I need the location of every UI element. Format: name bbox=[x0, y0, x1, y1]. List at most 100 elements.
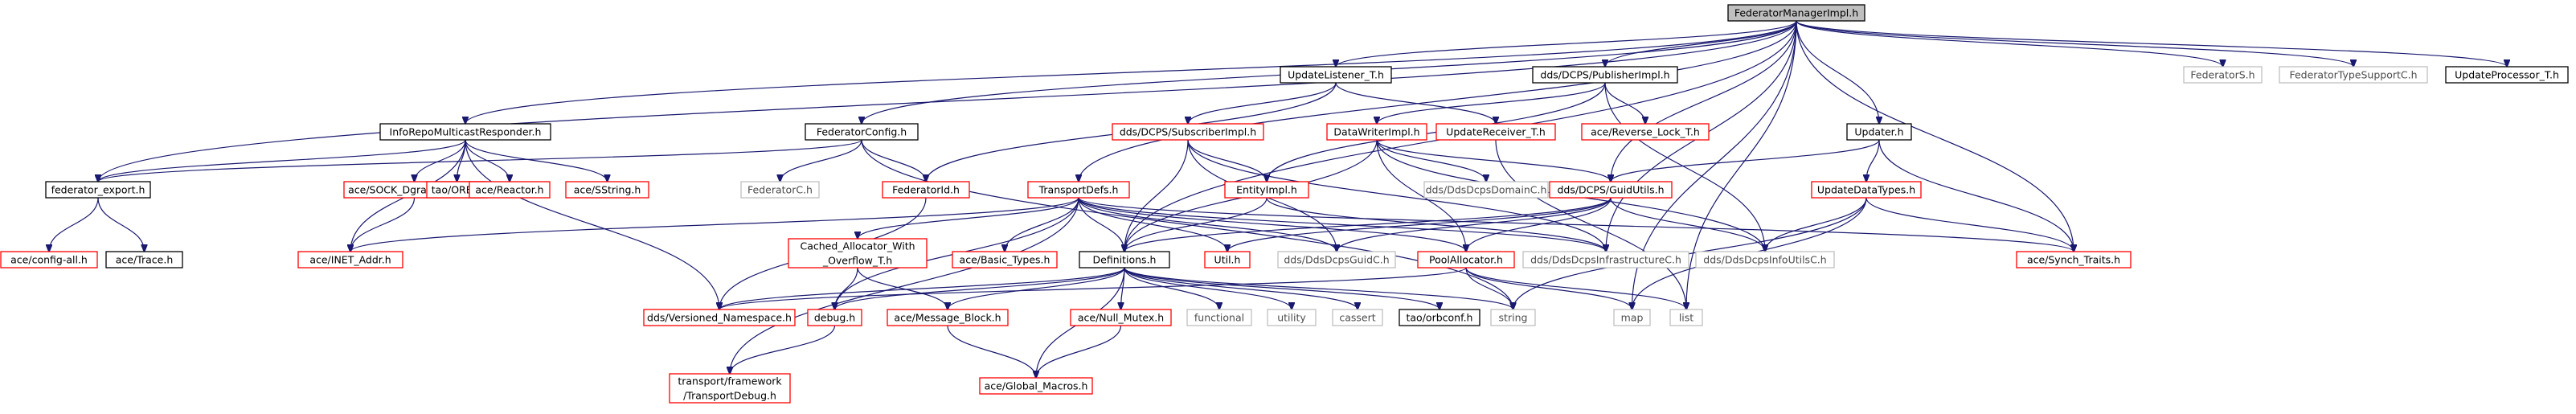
node-guidutils[interactable]: dds/DCPS/GuidUtils.h bbox=[1549, 181, 1673, 199]
node-label-guidc: dds/DdsDcpsGuidC.h bbox=[1284, 254, 1389, 266]
edge-updlistener-to-updreceiver bbox=[1335, 82, 1496, 124]
node-transportdefs[interactable]: TransportDefs.h bbox=[1027, 181, 1130, 199]
node-updater[interactable]: Updater.h bbox=[1846, 123, 1912, 141]
node-null_mutex[interactable]: ace/Null_Mutex.h bbox=[1070, 309, 1172, 326]
node-label-entityimpl: EntityImpl.h bbox=[1236, 184, 1297, 196]
edge-root-to-pubimpl bbox=[1605, 20, 1797, 67]
node-label-ddsdomainc: dds/DdsDcpsDomainC.h bbox=[1426, 184, 1547, 196]
node-box-debug bbox=[807, 309, 862, 326]
node-federatorC[interactable]: FederatorC.h bbox=[740, 181, 820, 199]
node-box-list bbox=[1669, 309, 1703, 326]
edge-subimpl-to-infrac bbox=[1187, 139, 1606, 252]
node-federatorS[interactable]: FederatorS.h bbox=[2183, 66, 2263, 84]
edge-root-to-updprocessor bbox=[1796, 20, 2507, 67]
node-fedtypesupport[interactable]: FederatorTypeSupportC.h bbox=[2279, 66, 2428, 84]
node-box-ace_trace bbox=[105, 251, 183, 268]
node-synch_traits[interactable]: ace/Synch_Traits.h bbox=[2016, 251, 2132, 268]
edge-updater-to-synch_traits bbox=[1878, 139, 2074, 252]
node-label-global_macros: ace/Global_Macros.h bbox=[985, 380, 1088, 392]
node-updatedatatypes[interactable]: UpdateDataTypes.h bbox=[1811, 181, 1922, 199]
node-msg_block[interactable]: ace/Message_Block.h bbox=[887, 309, 1009, 326]
node-util[interactable]: Util.h bbox=[1204, 251, 1251, 268]
node-ddsdomainc[interactable]: dds/DdsDcpsDomainC.h bbox=[1423, 181, 1549, 199]
node-basic_types[interactable]: ace/Basic_Types.h bbox=[952, 251, 1058, 268]
node-box-updater bbox=[1846, 123, 1912, 141]
edge-sock_dgram-to-inet_addr bbox=[350, 197, 416, 252]
edge-definitions-to-msg_block bbox=[948, 267, 1125, 309]
node-box-msg_block bbox=[887, 309, 1009, 326]
node-fed_export[interactable]: federator_export.h bbox=[45, 181, 151, 199]
node-root[interactable]: FederatorManagerImpl.h bbox=[1727, 4, 1865, 22]
edge-transportdefs-to-cached_alloc bbox=[858, 197, 1079, 239]
node-inet_addr[interactable]: ace/INET_Addr.h bbox=[297, 251, 403, 268]
node-box-updreceiver bbox=[1435, 123, 1556, 141]
node-guidc[interactable]: dds/DdsDcpsGuidC.h bbox=[1277, 251, 1396, 268]
node-box-map bbox=[1613, 309, 1651, 326]
node-functional[interactable]: functional bbox=[1186, 309, 1252, 326]
node-list[interactable]: list bbox=[1669, 309, 1703, 326]
node-infrac[interactable]: dds/DdsDcpsInfrastructureC.h bbox=[1522, 251, 1689, 268]
node-orbconf[interactable]: tao/orbconf.h bbox=[1399, 309, 1480, 326]
node-cached_alloc[interactable]: Cached_Allocator_With_Overflow_T.h bbox=[788, 238, 928, 268]
edge-definitions-to-orbconf bbox=[1124, 267, 1440, 309]
node-utility[interactable]: utility bbox=[1267, 309, 1317, 326]
node-updreceiver[interactable]: UpdateReceiver_T.h bbox=[1435, 123, 1556, 141]
node-box-reverselock bbox=[1581, 123, 1710, 141]
node-poolalloc[interactable]: PoolAllocator.h bbox=[1417, 251, 1515, 268]
node-label-transportdefs: TransportDefs.h bbox=[1038, 184, 1119, 196]
node-box-infrac bbox=[1522, 251, 1689, 268]
node-infoutilsc[interactable]: dds/DdsDcpsInfoUtilsC.h bbox=[1695, 251, 1835, 268]
edge-root-to-federatorS bbox=[1796, 20, 2223, 67]
node-label-ace_reactor: ace/Reactor.h bbox=[475, 184, 543, 196]
node-box-utility bbox=[1267, 309, 1317, 326]
node-label-cached_alloc-line-2: _Overflow_T.h bbox=[822, 255, 892, 267]
node-versioned_ns[interactable]: dds/Versioned_Namespace.h bbox=[643, 309, 796, 326]
edge-root-to-updlistener bbox=[1336, 20, 1797, 67]
node-ace_reactor[interactable]: ace/Reactor.h bbox=[469, 181, 551, 199]
node-updlistener[interactable]: UpdateListener_T.h bbox=[1280, 66, 1392, 84]
node-subimpl[interactable]: dds/DCPS/SubscriberImpl.h bbox=[1112, 123, 1264, 141]
edge-guidutils-to-guidc bbox=[1337, 197, 1612, 252]
node-entityimpl[interactable]: EntityImpl.h bbox=[1224, 181, 1309, 199]
node-box-updlistener bbox=[1280, 66, 1392, 84]
node-ace_trace[interactable]: ace/Trace.h bbox=[105, 251, 183, 268]
node-updprocessor[interactable]: UpdateProcessor_T.h bbox=[2445, 66, 2569, 84]
node-global_macros[interactable]: ace/Global_Macros.h bbox=[979, 377, 1093, 395]
node-ace_sstring[interactable]: ace/SString.h bbox=[565, 181, 649, 199]
edge-root-to-list bbox=[1686, 20, 1797, 309]
node-map[interactable]: map bbox=[1613, 309, 1651, 326]
node-box-root bbox=[1727, 4, 1865, 22]
node-label-updreceiver: UpdateReceiver_T.h bbox=[1446, 126, 1546, 138]
node-box-ace_reactor bbox=[469, 181, 551, 199]
node-label-transportdebug-line-1: transport/framework bbox=[678, 375, 782, 387]
node-fedconfig[interactable]: FederatorConfig.h bbox=[805, 123, 919, 141]
node-box-transportdebug bbox=[669, 373, 791, 404]
node-box-string bbox=[1490, 309, 1536, 326]
node-label-versioned_ns: dds/Versioned_Namespace.h bbox=[647, 312, 792, 324]
edge-entityimpl-to-infrac bbox=[1266, 197, 1606, 252]
edge-root-to-guidutils bbox=[1611, 20, 1797, 182]
node-pubimpl[interactable]: dds/DCPS/PublisherImpl.h bbox=[1532, 66, 1678, 84]
edge-root-to-fedtypesupport bbox=[1796, 20, 2353, 67]
node-transportdebug[interactable]: transport/framework/TransportDebug.h bbox=[669, 373, 791, 404]
node-cassert[interactable]: cassert bbox=[1332, 309, 1383, 326]
node-federatorid[interactable]: FederatorId.h bbox=[882, 181, 970, 199]
node-box-functional bbox=[1186, 309, 1252, 326]
node-box-ace_configall bbox=[0, 251, 98, 268]
node-box-global_macros bbox=[979, 377, 1093, 395]
node-box-datawriterimpl bbox=[1326, 123, 1427, 141]
node-datawriterimpl[interactable]: DataWriterImpl.h bbox=[1326, 123, 1427, 141]
node-label-synch_traits: ace/Synch_Traits.h bbox=[2027, 254, 2120, 266]
node-string[interactable]: string bbox=[1490, 309, 1536, 326]
node-definitions[interactable]: Definitions.h bbox=[1079, 251, 1170, 268]
node-label-cassert: cassert bbox=[1339, 312, 1375, 324]
node-reverselock[interactable]: ace/Reverse_Lock_T.h bbox=[1581, 123, 1710, 141]
node-label-pubimpl: dds/DCPS/PublisherImpl.h bbox=[1540, 69, 1669, 81]
edge-root-to-inforepo bbox=[465, 20, 1797, 124]
node-ace_configall[interactable]: ace/config-all.h bbox=[0, 251, 98, 268]
file-nodes: FederatorManagerImpl.h federator_export.h… bbox=[0, 4, 2569, 404]
edge-root-to-fed_export bbox=[98, 20, 1797, 182]
node-debug[interactable]: debug.h bbox=[807, 309, 862, 326]
node-box-fed_export bbox=[45, 181, 151, 199]
node-inforepo[interactable]: InfoRepoMulticastResponder.h bbox=[379, 123, 551, 141]
